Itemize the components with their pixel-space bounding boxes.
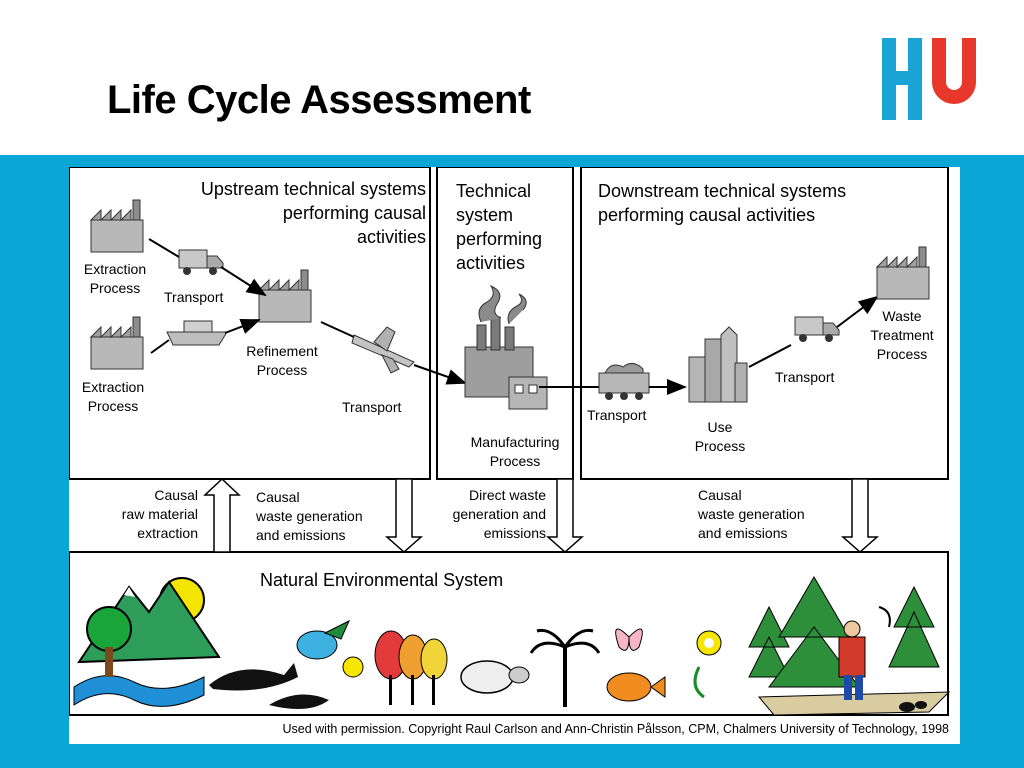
use-process-city-icon — [688, 326, 748, 403]
transport-ship-icon — [166, 320, 228, 346]
direct-waste-flow-label: Direct waste generation and emissions — [452, 487, 546, 541]
sheep-illustration — [460, 660, 530, 694]
ant-icon — [899, 701, 927, 712]
transport-plane-icon — [351, 326, 415, 374]
upstream-header: Upstream technical systems performing ca… — [200, 179, 426, 247]
slide-title: Life Cycle Assessment — [107, 78, 531, 122]
raw-material-flow-label: Causal raw material extraction — [121, 487, 198, 541]
downstream-header: Downstream technical systems performing … — [598, 181, 847, 225]
use-process-label: Use Process — [694, 419, 746, 454]
technical-header: Technical system performing activities — [456, 181, 543, 273]
downstream-box — [580, 167, 949, 480]
direct-waste-arrow — [546, 478, 584, 554]
downstream-waste-flow-label: Causal waste generation and emissions — [698, 487, 805, 541]
raw-material-arrow — [203, 477, 241, 553]
orca-illustration — [209, 663, 329, 709]
technical-box — [436, 167, 574, 480]
palm-tree-illustration — [529, 628, 601, 707]
forest-hiker-illustration — [748, 576, 951, 716]
copyright-credit: Used with permission. Copyright Raul Car… — [282, 722, 950, 736]
natural-system-header: Natural Environmental System — [260, 570, 504, 590]
trees-illustration — [374, 630, 448, 705]
upstream-waste-flow-label: Causal waste generation and emissions — [256, 489, 363, 543]
extraction-label-2: Extraction Process — [81, 379, 145, 414]
refinement-label: Refinement Process — [246, 343, 318, 378]
upstream-waste-arrow — [385, 478, 423, 554]
transport-train-label: Transport — [587, 407, 647, 423]
bird-illustration — [296, 619, 364, 678]
downstream-waste-arrow — [841, 478, 879, 554]
butterfly-flower-fish-illustration — [606, 628, 722, 702]
manufacturing-plant-icon — [464, 284, 548, 410]
transport-truck-label: Transport — [164, 289, 224, 305]
extraction-label-1: Extraction Process — [83, 261, 147, 296]
lca-diagram — [69, 167, 951, 716]
transport-train-icon — [598, 363, 650, 400]
university-logo — [882, 38, 976, 120]
mountain-sun-illustration — [73, 577, 221, 707]
transport-plane-label: Transport — [342, 399, 402, 415]
transport-truck-label-2: Transport — [775, 369, 835, 385]
waste-treatment-label: Waste Treatment Process — [870, 308, 934, 362]
manufacturing-label: Manufacturing Process — [470, 434, 560, 469]
